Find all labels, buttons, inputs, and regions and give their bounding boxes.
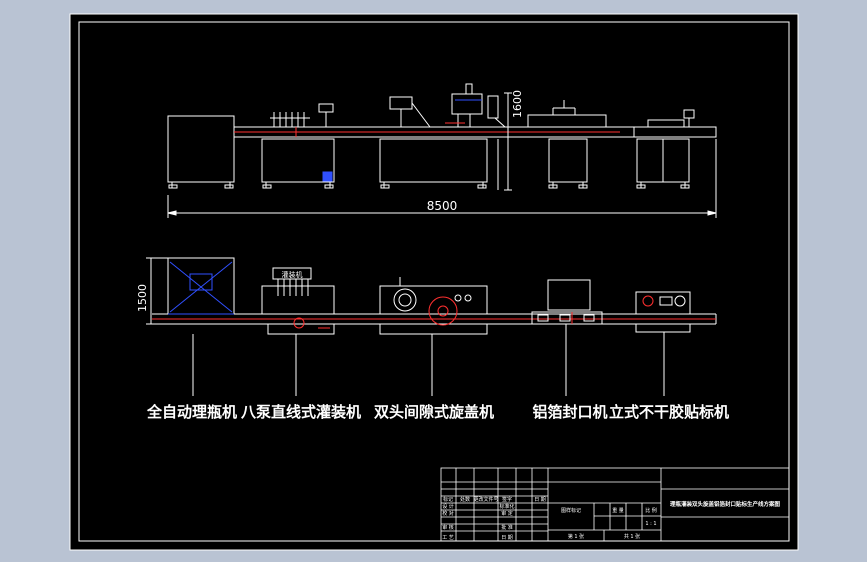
label-labeling-machine: 立式不干胶贴标机 <box>609 403 729 421</box>
tb-scale-label: 比 例 <box>645 507 657 514</box>
elev-sealer-frame <box>548 138 588 183</box>
tb-scale: 1 : 1 <box>645 521 656 527</box>
tb-role-1: 校 对 <box>442 510 454 517</box>
width-dim-text: 1500 <box>136 284 149 312</box>
label-foil-sealer: 铝箔封口机 <box>532 403 607 421</box>
label-bottle-unscrambler: 全自动理瓶机 <box>146 403 237 421</box>
plan-labeler <box>635 291 691 315</box>
tb-header-0: 标记 <box>443 496 453 503</box>
tb-stage-label: 图样标记 <box>561 507 581 514</box>
label-capping-machine: 双头间隙式旋盖机 <box>374 403 494 421</box>
title-block-text: 标记 处数 更改文件号 签字 日 期 设 计 校 对 审 核 工 艺 标准化 审… <box>442 496 780 541</box>
elev-sealer-head <box>527 114 607 128</box>
overall-length-dim-text: 8500 <box>427 199 458 213</box>
tb-header-1: 处数 <box>460 496 470 503</box>
plan-capper <box>379 285 488 315</box>
tb-weight-label: 重 量 <box>612 507 624 514</box>
capper-star-wheel <box>428 296 458 326</box>
sheet-border-outer <box>69 13 799 551</box>
tb-role-2: 审 核 <box>442 524 454 531</box>
tb-header-3: 签字 <box>502 496 512 503</box>
elev-capper-frame <box>379 138 488 183</box>
tb-role-right-1: 审 定 <box>501 510 513 517</box>
plan-sealer <box>547 279 591 311</box>
height-dim-text: 1600 <box>511 90 524 118</box>
tb-role-right-0: 标准化 <box>499 503 514 510</box>
filler-tag-text: 灌装机 <box>282 270 303 279</box>
tb-sheets-total: 共 1 张 <box>624 533 640 540</box>
elev-filler-frame <box>261 138 335 183</box>
front-elevation-view <box>167 83 717 218</box>
tb-sheet: 第 1 张 <box>568 533 584 540</box>
label-filling-machine: 八泵直线式灌装机 <box>240 403 361 421</box>
plan-view <box>146 257 717 396</box>
tb-role-0: 设 计 <box>442 503 454 510</box>
tb-role-right-2: 批 准 <box>501 524 513 531</box>
tb-header-2: 更改文件号 <box>473 496 498 503</box>
title-block <box>440 467 790 542</box>
elev-unscrambler-body <box>167 115 235 183</box>
tb-header-4: 日 期 <box>534 497 546 503</box>
tb-role-right-3: 日 期 <box>501 535 513 541</box>
tb-drawing-title: 理瓶灌装双头旋盖铝箔封口贴标生产线方案图 <box>670 500 781 508</box>
plan-filler <box>261 285 335 315</box>
tb-role-3: 工 艺 <box>442 535 454 541</box>
sheet-border-inner <box>78 21 790 542</box>
